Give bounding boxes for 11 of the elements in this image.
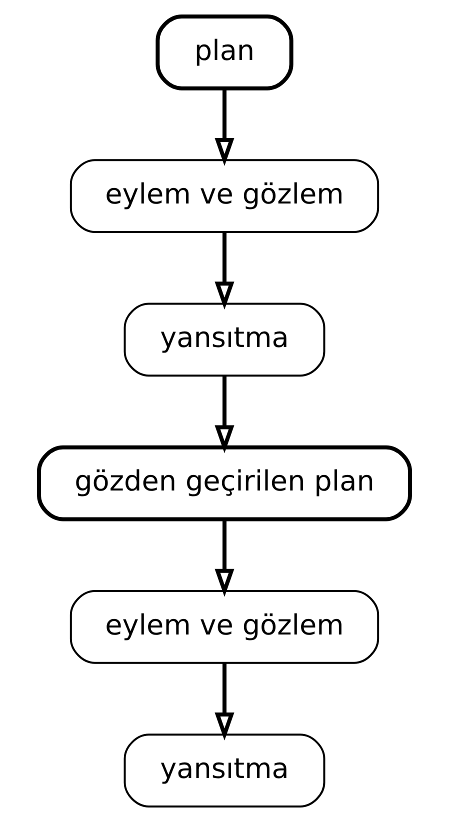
node-box: yansıtma <box>124 302 326 377</box>
node-box: plan <box>156 14 294 90</box>
node-box: yansıtma <box>124 734 326 808</box>
arrow <box>214 88 234 166</box>
arrow <box>214 232 234 310</box>
node-box: eylem ve gözlem <box>70 590 380 664</box>
node-box: gözden geçirilen plan <box>36 445 412 522</box>
arrow <box>214 520 234 597</box>
node-box: eylem ve gözlem <box>70 159 380 233</box>
arrow <box>214 376 234 454</box>
arrow <box>214 663 234 740</box>
